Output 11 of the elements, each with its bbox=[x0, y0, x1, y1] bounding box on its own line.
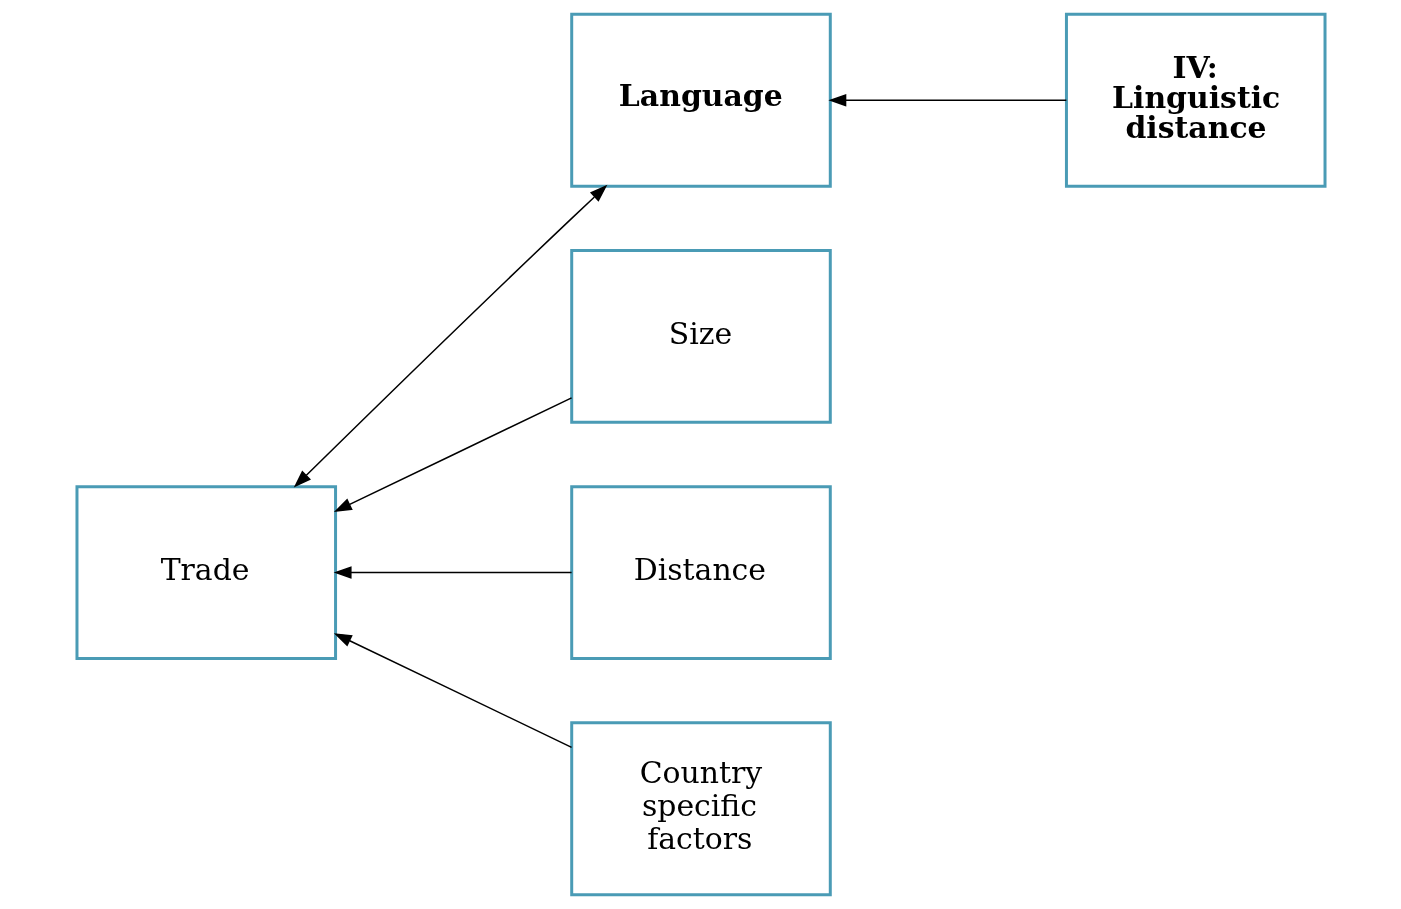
arrow bbox=[333, 566, 572, 579]
node-box: Trade bbox=[75, 485, 337, 660]
node-box: Country specific factors bbox=[569, 721, 832, 897]
arrow bbox=[333, 633, 572, 749]
node-box: IV: Linguistic distance bbox=[1064, 12, 1326, 188]
arrow bbox=[333, 397, 572, 512]
node-box: Distance bbox=[569, 485, 832, 660]
arrow bbox=[827, 93, 1067, 107]
arrow bbox=[293, 184, 607, 488]
node-box: Language bbox=[569, 12, 832, 188]
node-box: Size bbox=[569, 249, 832, 424]
